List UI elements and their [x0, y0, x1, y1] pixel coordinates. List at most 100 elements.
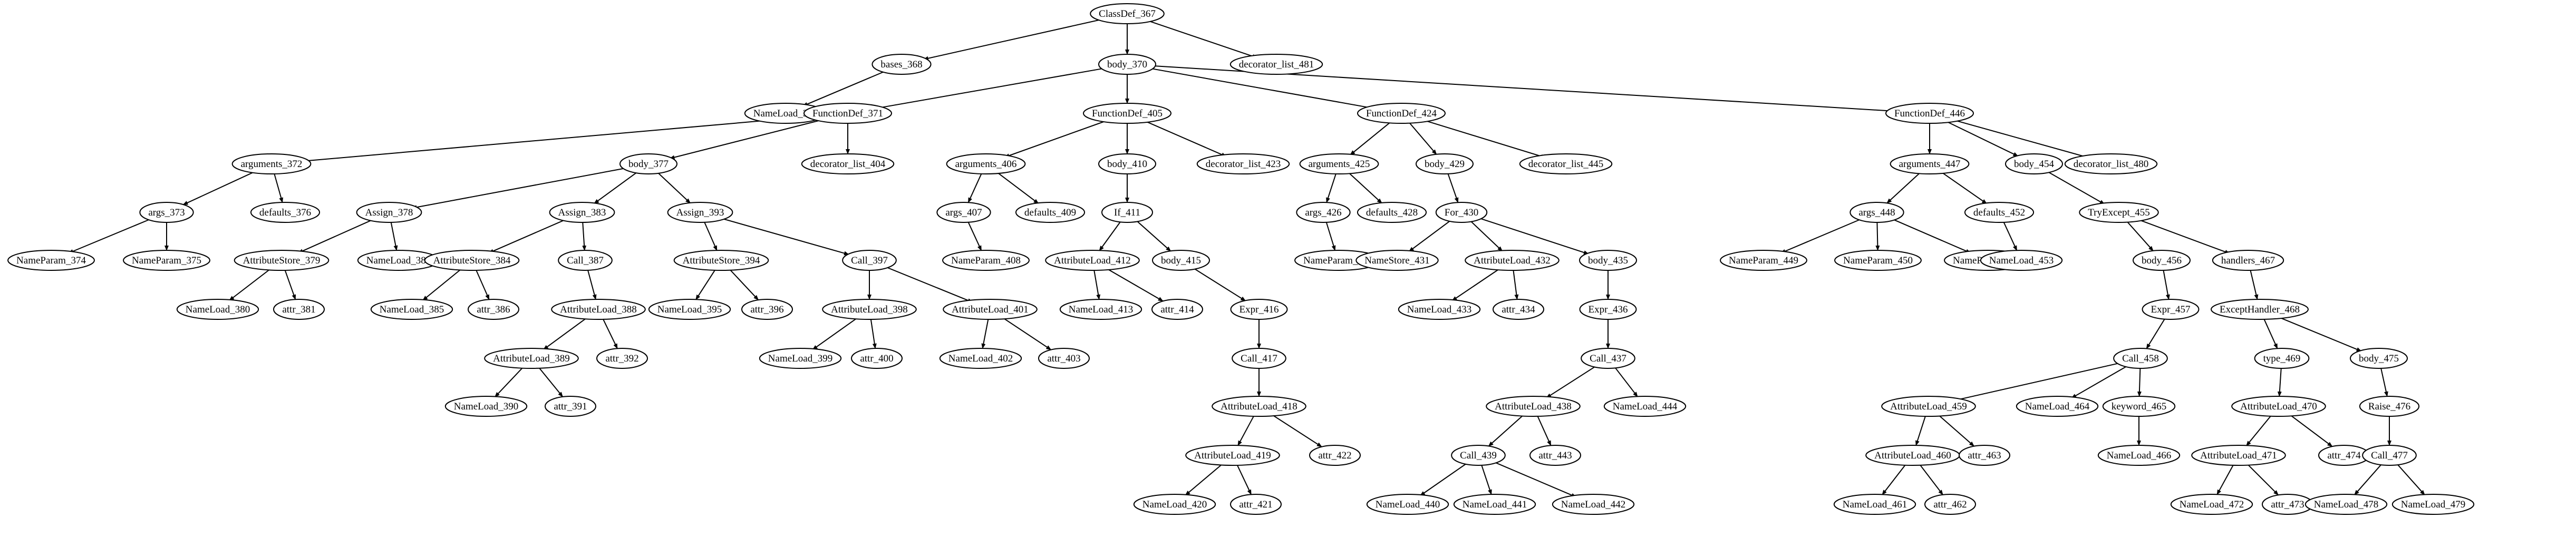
node-ellipse — [1398, 299, 1481, 320]
node-ellipse — [139, 202, 194, 223]
node-label: NameLoad_441 — [1463, 499, 1527, 510]
tree-node-n417: Call_417 — [1232, 348, 1286, 369]
node-ellipse — [123, 250, 210, 271]
edge-n452-n453 — [2003, 222, 2018, 251]
tree-node-n371: FunctionDef_371 — [803, 103, 893, 124]
node-label: Expr_436 — [1589, 304, 1628, 315]
edge-n393-n394 — [704, 222, 718, 251]
tree-node-n434: attr_434 — [1493, 299, 1544, 320]
edge-n426-n427 — [1325, 222, 1336, 251]
tree-node-n416: Expr_416 — [1230, 299, 1288, 320]
edge-n370-n424 — [1150, 67, 1379, 111]
node-ellipse — [2113, 348, 2168, 369]
node-ellipse — [2142, 299, 2200, 320]
tree-node-n399: NameLoad_399 — [759, 348, 842, 369]
tree-node-n388: AttributeLoad_388 — [551, 299, 646, 320]
node-label: AttributeLoad_459 — [1890, 401, 1967, 412]
node-label: NameLoad_479 — [2401, 499, 2465, 510]
edge-n470-n471 — [2245, 415, 2272, 446]
node-ellipse — [936, 202, 991, 223]
edge-n379-n380 — [229, 269, 270, 301]
node-ellipse — [619, 153, 677, 174]
node-ellipse — [1581, 348, 1635, 369]
tree-node-n437: Call_437 — [1581, 348, 1635, 369]
edge-n394-n396 — [729, 269, 759, 300]
edge-n475-n476 — [2380, 368, 2388, 397]
node-label: NameParam_408 — [951, 255, 1021, 266]
node-ellipse — [1416, 153, 1474, 174]
tree-node-n443: attr_443 — [1529, 445, 1581, 466]
node-ellipse — [2102, 396, 2176, 417]
tree-node-n411: If_411 — [1101, 202, 1153, 223]
tree-node-n421: attr_421 — [1230, 494, 1282, 515]
node-ellipse — [1038, 348, 1090, 369]
tree-node-n469: type_469 — [2254, 348, 2310, 369]
node-label: Assign_378 — [365, 207, 413, 218]
edge-n405-n423 — [1144, 120, 1227, 157]
edge-n460-n461 — [1882, 464, 1906, 495]
node-label: AttributeLoad_419 — [1194, 450, 1271, 461]
tree-node-n410: body_410 — [1098, 153, 1156, 174]
edge-n468-n475 — [2277, 316, 2362, 352]
tree-node-n439: Call_439 — [1451, 445, 1506, 466]
tree-node-n442: NameLoad_442 — [1552, 494, 1635, 515]
node-ellipse — [1355, 250, 1439, 271]
node-label: ClassDef_367 — [1099, 8, 1156, 19]
edge-n437-n444 — [1615, 367, 1638, 397]
edge-n448-n451 — [1893, 219, 1971, 253]
tree-node-n460: AttributeLoad_460 — [1865, 445, 1960, 466]
node-label: NameStore_431 — [1364, 255, 1429, 266]
edge-n377-n378 — [411, 168, 626, 210]
node-ellipse — [444, 396, 528, 417]
edge-n393-n397 — [720, 218, 849, 256]
tree-node-n436: Expr_436 — [1579, 299, 1637, 320]
edge-n458-n464 — [2071, 366, 2127, 399]
tree-node-n433: NameLoad_433 — [1398, 299, 1481, 320]
node-label: AttributeLoad_460 — [1874, 450, 1951, 461]
node-label: attr_474 — [2327, 450, 2361, 461]
node-label: NameLoad_478 — [2314, 499, 2378, 510]
node-label: AttributeLoad_432 — [1474, 255, 1551, 266]
node-label: defaults_376 — [259, 207, 311, 218]
node-ellipse — [356, 202, 422, 223]
node-label: Call_477 — [2371, 450, 2408, 461]
node-ellipse — [2359, 396, 2420, 417]
tree-node-n440: NameLoad_440 — [1366, 494, 1449, 515]
edge-n438-n443 — [1537, 416, 1552, 446]
node-ellipse — [1890, 153, 1970, 174]
tree-node-n402: NameLoad_402 — [939, 348, 1022, 369]
node-label: attr_443 — [1538, 450, 1572, 461]
node-label: NameLoad_464 — [2025, 401, 2090, 412]
node-ellipse — [2079, 202, 2159, 223]
node-ellipse — [1552, 494, 1635, 515]
node-label: AttributeLoad_471 — [2200, 450, 2277, 461]
node-ellipse — [667, 202, 733, 223]
node-label: args_448 — [1858, 207, 1895, 218]
node-ellipse — [2350, 348, 2408, 369]
tree-node-n479: NameLoad_479 — [2391, 494, 2475, 515]
node-ellipse — [1453, 494, 1536, 515]
node-label: NameLoad_382 — [366, 255, 431, 266]
edge-n471-n472 — [2216, 465, 2234, 495]
edge-n388-n389 — [543, 317, 587, 350]
node-label: AttributeLoad_398 — [831, 304, 908, 315]
node-label: body_475 — [2359, 353, 2399, 364]
tree-node-n475: body_475 — [2350, 348, 2408, 369]
tree-node-n418: AttributeLoad_418 — [1212, 396, 1306, 417]
node-label: attr_414 — [1160, 304, 1194, 315]
tree-node-n389: AttributeLoad_389 — [484, 348, 579, 369]
tree-node-n481: decorator_list_481 — [1229, 54, 1323, 75]
node-label: NameParam_374 — [16, 255, 86, 266]
node-ellipse — [1185, 445, 1280, 466]
node-ellipse — [2064, 153, 2158, 174]
tree-node-n446: FunctionDef_446 — [1885, 103, 1974, 124]
node-label: arguments_447 — [1899, 159, 1961, 170]
node-ellipse — [484, 348, 579, 369]
node-label: NameLoad_399 — [768, 353, 832, 364]
edge-n458-n459 — [1950, 363, 2119, 403]
edge-n470-n474 — [2290, 415, 2333, 447]
node-label: NameLoad_433 — [1407, 304, 1471, 315]
node-label: arguments_425 — [1309, 159, 1370, 170]
tree-node-n426: args_426 — [1296, 202, 1351, 223]
